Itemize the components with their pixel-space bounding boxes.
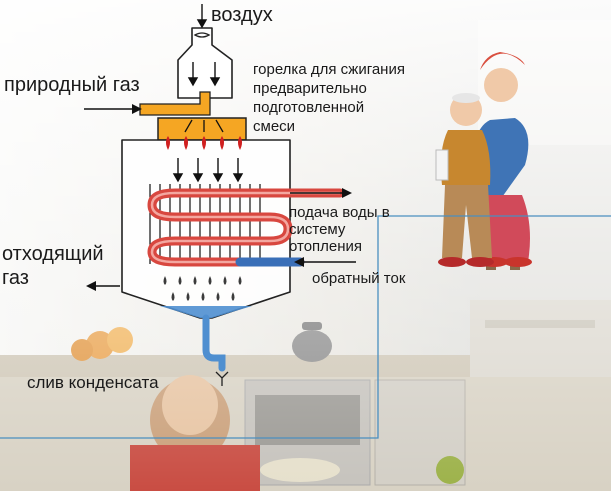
air-arrows <box>187 4 221 87</box>
condensate-drops <box>163 276 242 301</box>
gas-arrow <box>84 104 142 114</box>
flue-arrow <box>86 281 120 291</box>
condensate-pool <box>160 306 252 318</box>
heat-arrows <box>172 158 244 183</box>
gas-pipe <box>139 91 211 116</box>
natural-gas-label: природный газ <box>4 74 140 96</box>
burner-label: горелка для сжигания предварительно подг… <box>253 61 405 135</box>
condensate-drain-label: слив конденсата <box>27 373 159 392</box>
mix-arrows <box>184 119 224 133</box>
air-inlet <box>177 27 233 99</box>
supply-arrow <box>290 188 352 198</box>
flue-gas-label: отходящий газ <box>2 243 104 289</box>
water-supply-label: подача воды в систему отопления <box>289 204 390 255</box>
return-arrow <box>294 257 356 267</box>
drain-pipe <box>202 314 226 372</box>
air-label: воздух <box>211 4 273 26</box>
burner-flames <box>166 136 242 150</box>
combustion-chamber <box>121 139 291 319</box>
burner-chamber <box>157 117 247 141</box>
return-flow-label: обратный ток <box>312 270 406 287</box>
